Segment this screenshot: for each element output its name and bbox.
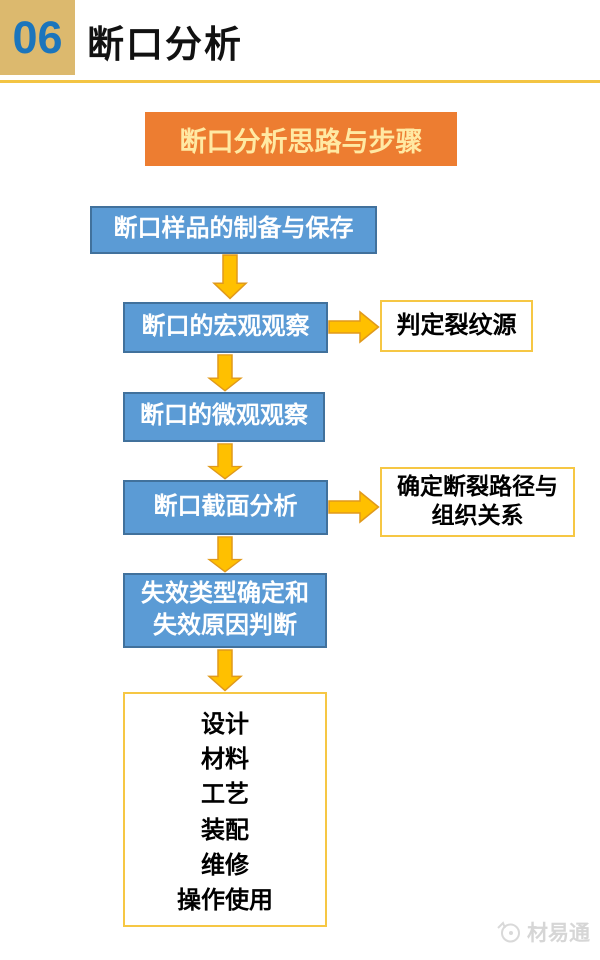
right-arrow-icon [328,310,380,344]
down-arrow-icon [207,536,243,573]
outcome-item: 维修 [201,852,249,879]
flow-title-label: 断口分析思路与步骤 [179,126,423,157]
outcome-list-box: 设计 材料 工艺 装配 维修 操作使用 [123,692,327,927]
outcome-item: 材料 [201,747,249,774]
step-label: 断口截面分析 [153,493,298,520]
step-label: 断口的微观观察 [140,403,308,430]
page-title: 断口分析 [87,24,243,65]
step-box-macro-observation: 断口的宏观观察 [123,302,328,353]
step-label-line1: 失效类型确定和 [141,581,309,608]
watermark: 材易通 [496,917,590,947]
step-box-section-analysis: 断口截面分析 [123,480,328,535]
right-arrow-icon [328,490,380,524]
brand-logo-icon [497,921,520,943]
outcome-item: 操作使用 [177,887,273,914]
step-box-failure-determination: 失效类型确定和 失效原因判断 [123,573,327,648]
step-box-sample-preparation: 断口样品的制备与保存 [90,206,377,254]
section-number: 06 [12,11,63,63]
note-box-crack-origin: 判定裂纹源 [380,300,533,352]
down-arrow-icon [207,649,243,692]
step-label-line2: 失效原因判断 [153,612,297,639]
outcome-item: 工艺 [201,782,249,809]
down-arrow-icon [212,254,248,300]
note-label: 判定裂纹源 [396,313,517,339]
step-label: 断口的宏观观察 [141,313,310,340]
outcome-item: 装配 [201,817,249,844]
header-divider [0,80,600,83]
section-number-box: 06 [0,0,75,75]
flow-title-banner: 断口分析思路与步骤 [145,112,457,166]
down-arrow-icon [207,354,243,392]
step-label: 断口样品的制备与保存 [113,216,354,243]
note-box-fracture-path: 确定断裂路径与 组织关系 [380,467,575,537]
note-label-line1: 确定断裂路径与 [397,474,558,500]
outcome-item: 设计 [201,712,249,739]
watermark-label: 材易通 [527,921,590,945]
note-label-line2: 组织关系 [431,503,524,528]
down-arrow-icon [207,443,243,480]
step-box-micro-observation: 断口的微观观察 [123,392,325,442]
